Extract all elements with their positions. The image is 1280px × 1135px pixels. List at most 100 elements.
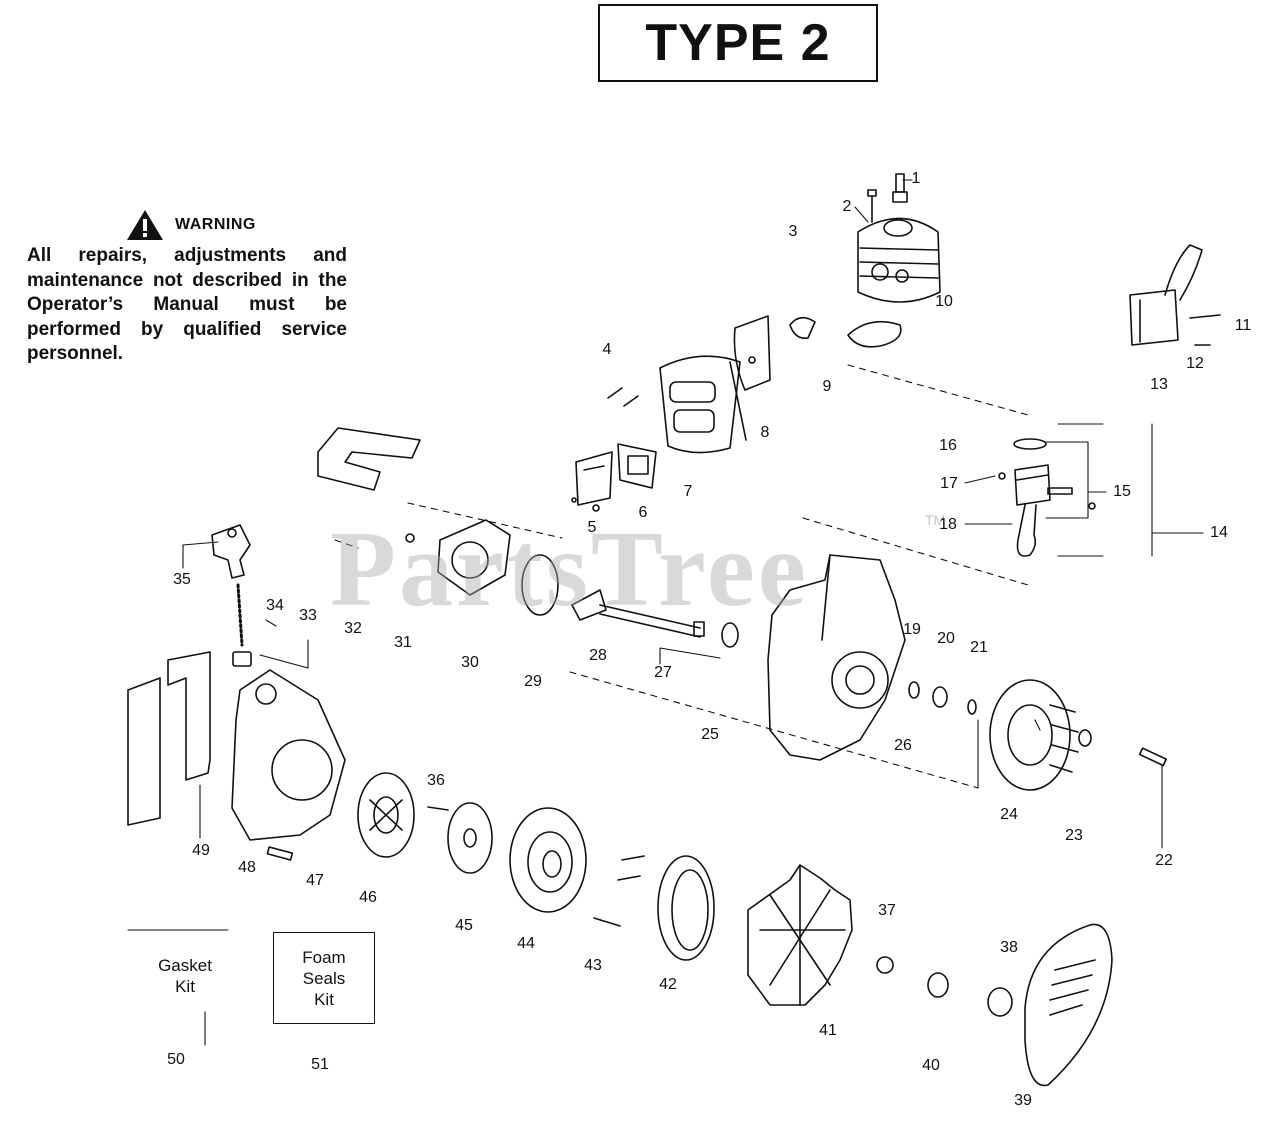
- callout-19: 19: [903, 621, 921, 638]
- callout-49: 49: [192, 842, 210, 859]
- callout-51: 51: [311, 1056, 329, 1073]
- crankshaft-part: [571, 589, 705, 638]
- starter-housing-part: [509, 807, 587, 913]
- callout-8: 8: [760, 424, 770, 441]
- muffler-cover-part: [571, 443, 657, 512]
- o-ring-part: [521, 554, 559, 616]
- warning-title: WARNING: [175, 216, 256, 233]
- leader-lines: [127, 179, 1204, 1046]
- callout-5: 5: [587, 519, 597, 536]
- foam-seals-kit-label: Foam Seals Kit: [302, 947, 346, 1009]
- callout-47: 47: [306, 872, 324, 889]
- callout-12: 12: [1186, 355, 1204, 372]
- fan-cover-part: [657, 855, 715, 961]
- spacer-38-part: [987, 987, 1013, 1017]
- foam-seals-part: [127, 651, 211, 826]
- callout-31: 31: [394, 634, 412, 651]
- callout-4: 4: [602, 341, 612, 358]
- washer-40-part: [927, 972, 949, 998]
- callout-42: 42: [659, 976, 677, 993]
- callout-50: 50: [167, 1051, 185, 1068]
- callout-36: 36: [427, 772, 445, 789]
- screw-31-part: [405, 533, 415, 543]
- callout-25: 25: [701, 726, 719, 743]
- callout-3: 3: [788, 223, 798, 240]
- callout-33: 33: [299, 607, 317, 624]
- piston-part: [998, 438, 1096, 557]
- muffler-part: [659, 355, 747, 454]
- recoil-pulley-part: [357, 772, 415, 858]
- foam-seals-kit-box: Foam Seals Kit: [273, 932, 375, 1024]
- warning-text: All repairs, adjustments and maintenance…: [27, 245, 347, 364]
- callout-32: 32: [344, 620, 362, 637]
- spring-washer-part: [447, 802, 493, 874]
- callout-38: 38: [1000, 939, 1018, 956]
- callout-11: 11: [1234, 317, 1252, 334]
- spacer-part: [967, 699, 977, 715]
- callout-24: 24: [1000, 806, 1018, 823]
- bearing-part: [721, 622, 739, 648]
- impeller-part: [747, 864, 853, 1006]
- callout-44: 44: [517, 935, 535, 952]
- callout-23: 23: [1065, 827, 1083, 844]
- callout-41: 41: [819, 1022, 837, 1039]
- callout-21: 21: [970, 639, 988, 656]
- callout-16: 16: [939, 437, 957, 454]
- blower-housing-part: [231, 669, 346, 861]
- callout-34: 34: [266, 597, 284, 614]
- callout-20: 20: [937, 630, 955, 647]
- callout-14: 14: [1210, 524, 1228, 541]
- watermark-tm: TM: [925, 512, 946, 528]
- ignition-module-part: [1129, 244, 1221, 346]
- bracket-part: [317, 427, 421, 491]
- blower-cover-part: [1024, 923, 1113, 1087]
- callout-43: 43: [584, 957, 602, 974]
- callout-27: 27: [654, 664, 672, 681]
- warning-header: WARNING: [125, 208, 256, 242]
- callout-26: 26: [894, 737, 912, 754]
- nut-37-part: [876, 956, 894, 974]
- callout-29: 29: [524, 673, 542, 690]
- watermark: PartsTree: [330, 510, 809, 629]
- callout-28: 28: [589, 647, 607, 664]
- cylinder-part: [857, 217, 941, 303]
- cylinder-bolt-part: [867, 189, 877, 223]
- callout-48: 48: [238, 859, 256, 876]
- spark-plug-part: [892, 173, 908, 203]
- seal-part: [932, 686, 948, 708]
- callout-17: 17: [940, 475, 958, 492]
- callout-2: 2: [842, 198, 852, 215]
- callout-9: 9: [822, 378, 832, 395]
- carburetor-adapter-part: [437, 519, 511, 596]
- intake-gasket-part: [789, 316, 816, 340]
- nut-23-part: [1078, 729, 1092, 747]
- screws-43-part: [593, 855, 645, 927]
- crankcase-part: [767, 554, 906, 761]
- callout-35: 35: [173, 571, 191, 588]
- callout-45: 45: [455, 917, 473, 934]
- callout-46: 46: [359, 889, 377, 906]
- muffler-screws-part: [607, 387, 639, 407]
- gasket-kit-label: Gasket Kit: [158, 956, 212, 996]
- pin-part: [1138, 747, 1167, 767]
- warning-triangle-icon: [127, 210, 163, 240]
- callout-37: 37: [878, 902, 896, 919]
- callout-22: 22: [1155, 852, 1173, 869]
- washer-part: [908, 681, 920, 699]
- callout-1: 1: [911, 170, 921, 187]
- cylinder-gasket-part: [847, 320, 902, 348]
- title-box: TYPE 2: [598, 4, 878, 82]
- callout-10: 10: [935, 293, 953, 310]
- muffler-gasket-part: [733, 315, 771, 391]
- callout-13: 13: [1150, 376, 1168, 393]
- callout-18: 18: [939, 516, 957, 533]
- callout-39: 39: [1014, 1092, 1032, 1109]
- diagram-title: TYPE 2: [645, 14, 831, 72]
- choke-knob-part: [211, 524, 252, 667]
- callout-6: 6: [638, 504, 648, 521]
- callout-40: 40: [922, 1057, 940, 1074]
- callout-15: 15: [1113, 483, 1131, 500]
- callout-30: 30: [461, 654, 479, 671]
